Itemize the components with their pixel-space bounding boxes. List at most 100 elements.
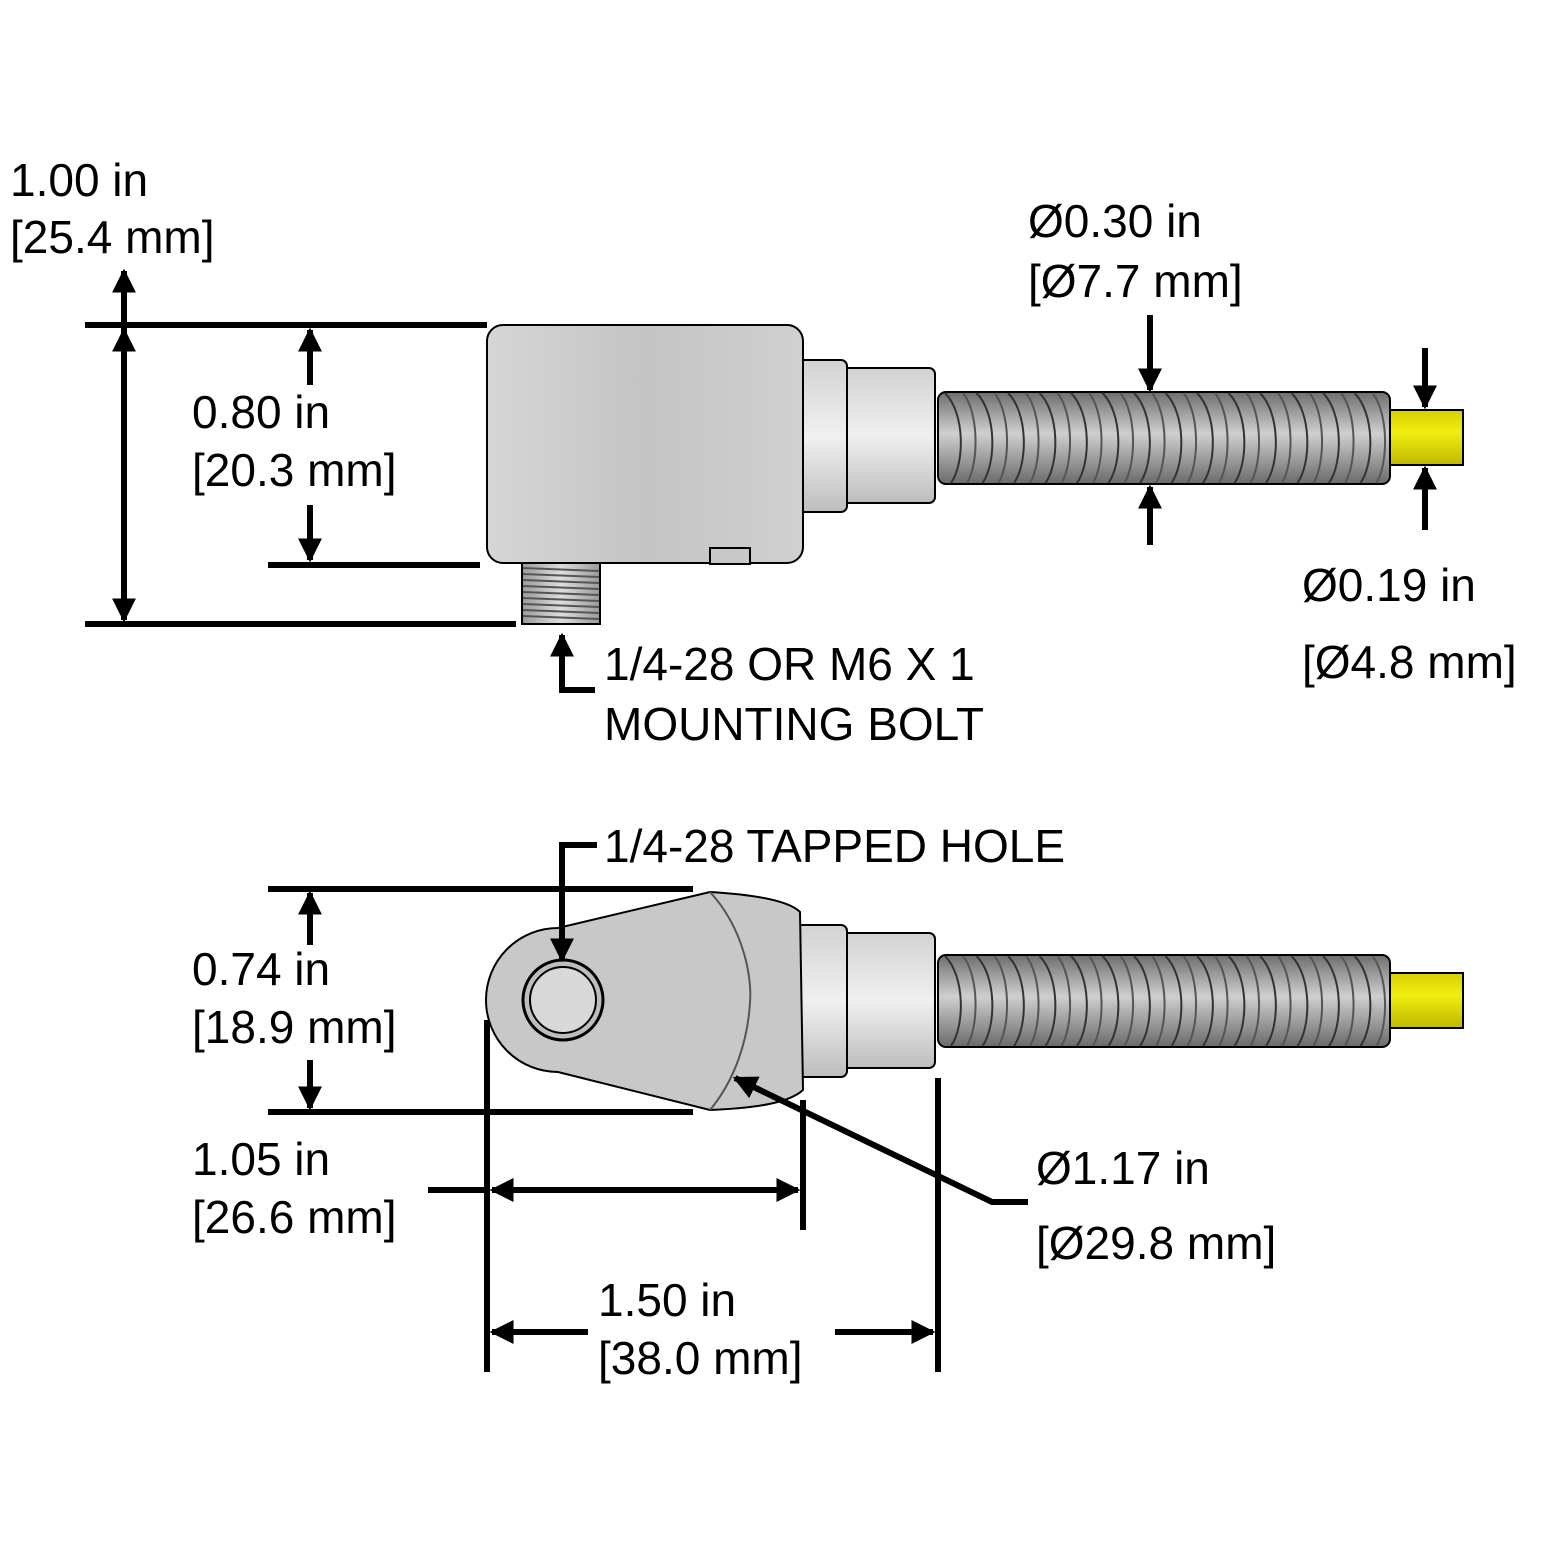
coil-winding bbox=[1164, 392, 1183, 484]
armor-diameter-in: Ø0.30 in bbox=[1028, 195, 1202, 247]
coil-winding bbox=[1322, 392, 1340, 484]
body-height-in: 0.80 in bbox=[192, 386, 330, 438]
bolt-thread bbox=[522, 591, 600, 596]
coil-winding-edge bbox=[1056, 392, 1071, 484]
coil-winding-edge bbox=[1025, 955, 1040, 1047]
sensor-body-side bbox=[486, 324, 804, 564]
armor-coil-top bbox=[937, 954, 1391, 1048]
bolt-note-line1: 1/4-28 OR M6 X 1 bbox=[604, 638, 975, 690]
hole-callout: 1/4-28 TAPPED HOLE bbox=[550, 820, 1065, 963]
coil-winding bbox=[944, 392, 962, 484]
bolt-thread bbox=[522, 573, 600, 578]
coil-winding bbox=[1070, 955, 1088, 1047]
coil-winding bbox=[1322, 955, 1340, 1047]
coil-winding-edge bbox=[1277, 392, 1292, 484]
overall-height-in: 1.00 in bbox=[10, 154, 148, 206]
mounting-bolt bbox=[521, 561, 601, 625]
dimension-overall-height: 1.00 in [25.4 mm] bbox=[10, 154, 215, 623]
dimension-armor-diameter: Ø0.30 in [Ø7.7 mm] bbox=[1028, 195, 1243, 545]
coil-winding-edge bbox=[1308, 392, 1323, 484]
coil-winding-edge bbox=[1088, 392, 1103, 484]
armor-diameter-mm: [Ø7.7 mm] bbox=[1028, 255, 1243, 307]
bolt-thread bbox=[522, 597, 600, 602]
coil-winding-edge bbox=[1371, 392, 1386, 484]
bolt-thread bbox=[522, 615, 600, 620]
coil-winding-edge bbox=[1214, 955, 1229, 1047]
coil-winding bbox=[1007, 955, 1025, 1047]
width-in: 0.74 in bbox=[192, 943, 330, 995]
hole-to-connector-in: 1.05 in bbox=[192, 1133, 330, 1185]
coil-winding bbox=[1196, 392, 1214, 484]
coil-winding bbox=[1133, 392, 1151, 484]
diameter-in: Ø1.17 in bbox=[1036, 1142, 1210, 1194]
dimension-hole-to-connector: 1.05 in [26.6 mm] bbox=[192, 1133, 801, 1243]
coil-winding-edge bbox=[1277, 955, 1292, 1047]
diameter-mm: [Ø29.8 mm] bbox=[1036, 1217, 1276, 1269]
hole-to-connector-mm: [26.6 mm] bbox=[192, 1191, 397, 1243]
coil-winding bbox=[1353, 955, 1372, 1047]
coil-winding bbox=[1259, 392, 1277, 484]
connector-hub-top bbox=[839, 932, 936, 1069]
coil-winding bbox=[1038, 392, 1057, 484]
bolt-thread bbox=[522, 609, 600, 614]
overall-length-in: 1.50 in bbox=[598, 1274, 736, 1326]
bolt-thread bbox=[522, 567, 600, 572]
armor-coil-side bbox=[937, 391, 1391, 485]
coil-winding-edge bbox=[1340, 392, 1355, 484]
coil-winding bbox=[1038, 955, 1057, 1047]
bolt-thread bbox=[522, 579, 600, 584]
coil-winding-edge bbox=[1025, 392, 1040, 484]
coil-winding bbox=[975, 955, 994, 1047]
coil-winding bbox=[975, 392, 994, 484]
coil-winding-edge bbox=[1151, 392, 1166, 484]
coil-winding-edge bbox=[1182, 955, 1197, 1047]
coil-winding bbox=[1133, 955, 1151, 1047]
coil-winding-edge bbox=[1308, 955, 1323, 1047]
dimension-cable-diameter: Ø0.19 in [Ø4.8 mm] bbox=[1302, 348, 1517, 688]
coil-winding-edge bbox=[962, 392, 977, 484]
coil-winding bbox=[1227, 955, 1246, 1047]
coil-winding-edge bbox=[1245, 955, 1260, 1047]
coil-winding-edge bbox=[1371, 955, 1386, 1047]
overall-height-mm: [25.4 mm] bbox=[10, 211, 215, 263]
coil-winding bbox=[1353, 392, 1372, 484]
cable-diameter-in: Ø0.19 in bbox=[1302, 559, 1476, 611]
coil-winding bbox=[1164, 955, 1183, 1047]
coil-winding-edge bbox=[1151, 955, 1166, 1047]
dimension-body-height: 0.80 in [20.3 mm] bbox=[192, 327, 397, 563]
bolt-thread bbox=[522, 585, 600, 590]
coil-winding-edge bbox=[1119, 955, 1134, 1047]
bolt-thread bbox=[522, 603, 600, 608]
body-height-mm: [20.3 mm] bbox=[192, 444, 397, 496]
coil-winding bbox=[1007, 392, 1025, 484]
cable-top bbox=[1384, 972, 1464, 1029]
coil-winding bbox=[1290, 392, 1309, 484]
coil-winding-edge bbox=[1214, 392, 1229, 484]
diameter-callout: Ø1.17 in [Ø29.8 mm] bbox=[732, 1075, 1276, 1269]
coil-winding-edge bbox=[993, 955, 1008, 1047]
hole-note: 1/4-28 TAPPED HOLE bbox=[604, 820, 1065, 872]
coil-winding bbox=[1259, 955, 1277, 1047]
coil-winding bbox=[944, 955, 962, 1047]
coil-winding-edge bbox=[1340, 955, 1355, 1047]
coil-winding bbox=[1070, 392, 1088, 484]
overall-length-mm: [38.0 mm] bbox=[598, 1332, 803, 1384]
coil-winding-edge bbox=[1182, 392, 1197, 484]
connector-hub-side bbox=[839, 367, 936, 504]
top-view: 1/4-28 TAPPED HOLE 0.74 in [18.9 mm] 1.0… bbox=[192, 820, 1464, 1384]
side-view: 1.00 in [25.4 mm] 0.80 in [20.3 mm] Ø0.3… bbox=[10, 154, 1517, 750]
dimension-width: 0.74 in [18.9 mm] bbox=[192, 890, 397, 1111]
coil-winding bbox=[1101, 955, 1120, 1047]
coil-winding-edge bbox=[1088, 955, 1103, 1047]
coil-winding-edge bbox=[993, 392, 1008, 484]
coil-winding-edge bbox=[1245, 392, 1260, 484]
coil-winding bbox=[1101, 392, 1120, 484]
coil-winding-edge bbox=[1119, 392, 1134, 484]
coil-winding bbox=[1290, 955, 1309, 1047]
bolt-callout: 1/4-28 OR M6 X 1 MOUNTING BOLT bbox=[550, 632, 984, 750]
cable-side bbox=[1384, 409, 1464, 466]
cable-diameter-mm: [Ø4.8 mm] bbox=[1302, 636, 1517, 688]
coil-winding-edge bbox=[962, 955, 977, 1047]
